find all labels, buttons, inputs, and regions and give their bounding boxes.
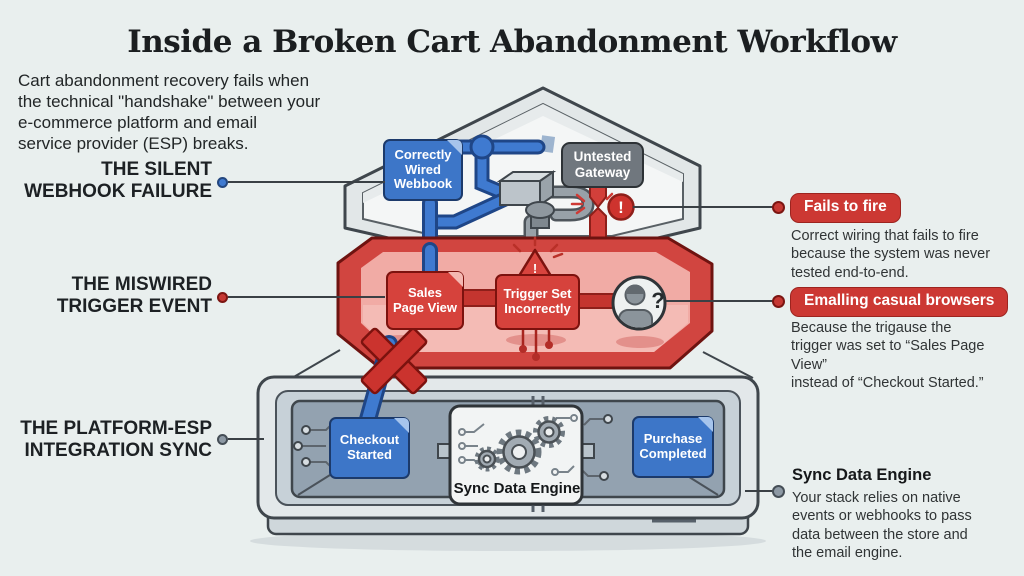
connector-line: [633, 206, 773, 208]
card-circuits: [464, 417, 575, 473]
webhook-box: Correctly Wired Webbook: [383, 139, 463, 201]
connector-dot-blue: [217, 177, 228, 188]
alert-icon: !: [607, 193, 635, 221]
connector-dot-red: [772, 295, 785, 308]
circuit-dots: [293, 414, 613, 481]
ball-joint: [469, 134, 495, 160]
perspective-lines: [291, 349, 754, 379]
valve: [525, 201, 555, 229]
connector-line: [228, 181, 385, 183]
label-miswired-trigger-event: THE MISWIRED TRIGGER EVENT: [56, 274, 212, 318]
connector-line: [228, 438, 264, 440]
question-mark: ?: [651, 288, 664, 313]
connector-dot-red: [217, 292, 228, 303]
connector-line: [745, 490, 773, 492]
circuit-legs: [519, 330, 553, 361]
sync-engine-title: Sync Data Engine: [792, 466, 932, 484]
page-title: Inside a Broken Cart Abandonment Workflo…: [127, 24, 897, 60]
person-icon: ?: [611, 275, 667, 331]
x-mark-icon: [360, 327, 428, 395]
ground-shadow: [250, 531, 766, 551]
gateway-box: Untested Gateway: [561, 142, 644, 188]
fails-to-fire-badge: Fails to fire: [790, 193, 901, 223]
connector-line: [228, 296, 385, 298]
connector-dot-gray: [217, 434, 228, 445]
connector-line: [666, 300, 773, 302]
intro-text: Cart abandonment recovery fails when the…: [18, 71, 321, 154]
svg-text:!: !: [618, 198, 624, 217]
checkout-started-box: Checkout Started: [329, 417, 410, 479]
fails-to-fire-text: Correct wiring that fails to fire becaus…: [791, 228, 991, 281]
gear-icon: [474, 416, 565, 475]
svg-text:!: !: [533, 261, 537, 276]
trigger-set-box: Trigger Set Incorrectly: [495, 274, 580, 330]
connector-dot-gray: [772, 485, 785, 498]
card-circuit-dots: [458, 414, 578, 476]
emailing-browsers-badge: Emalling casual browsers: [790, 287, 1009, 317]
sync-engine-text: Your stack relies on native events or we…: [792, 490, 972, 562]
connector-dot-red: [772, 201, 785, 214]
sales-page-view-box: Sales Page View: [386, 271, 464, 330]
junction-box: [496, 170, 557, 207]
label-silent-webhook-failure: THE SILENT WEBHOOK FAILURE: [24, 159, 212, 203]
label-platform-esp-sync: THE PLATFORM-ESP INTEGRATION SYNC: [20, 418, 212, 462]
purchase-completed-box: Purchase Completed: [632, 416, 714, 478]
spark-marks: [570, 192, 618, 215]
sync-data-engine-label: Sync Data Engine: [453, 480, 581, 497]
emailing-browsers-text: Because the trigause the trigger was set…: [791, 320, 985, 392]
